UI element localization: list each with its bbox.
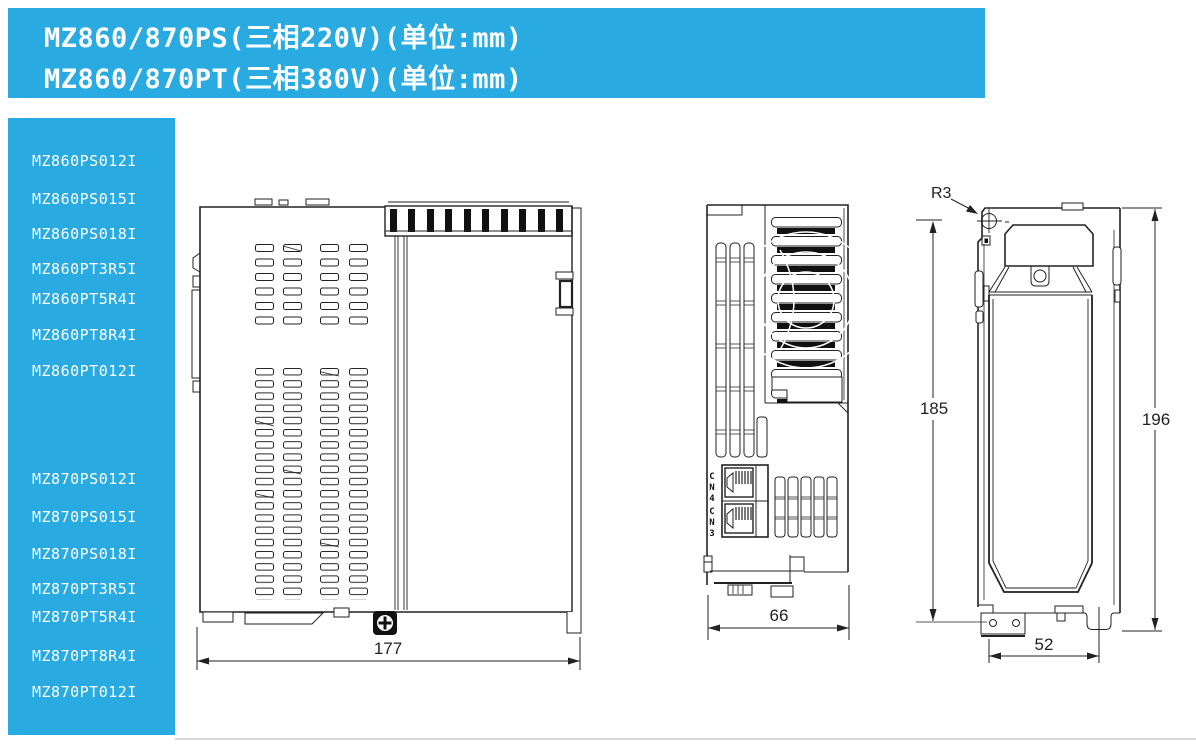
model-item: MZ860PT5R4I (32, 290, 137, 308)
title-line-1: MZ860/870PS(三相220V)(单位:mm) (44, 23, 523, 54)
front-view-drawing: 66 (703, 204, 875, 640)
model-item: MZ870PS018I (32, 545, 137, 563)
model-item: MZ870PT012I (32, 683, 137, 701)
connector-label-cn4: CN4 (707, 472, 717, 505)
din-clip-width-dimension: 52 (1035, 635, 1054, 654)
front-view-body (703, 204, 875, 640)
title-line-2: MZ860/870PT(三相380V)(单位:mm) (44, 64, 523, 95)
rear-view-drawing: R3 185 196 52 (916, 185, 1170, 663)
model-item: MZ860PS015I (32, 190, 137, 208)
connector-label-cn3: CN3 (707, 507, 717, 540)
model-item: MZ870PS015I (32, 508, 137, 526)
model-item: MZ870PT3R5I (32, 580, 137, 598)
model-item: MZ860PS012I (32, 152, 137, 170)
model-item: MZ860PS018I (32, 225, 137, 243)
rear-outer-height-dimension: 196 (1142, 410, 1170, 429)
model-list-panel: MZ860PS012I MZ860PS015I MZ860PS018I MZ86… (8, 118, 175, 735)
front-width-dimension: 66 (770, 606, 789, 625)
model-item: MZ870PT5R4I (32, 608, 137, 626)
model-item: MZ860PT3R5I (32, 260, 137, 278)
rear-view-body (916, 198, 1162, 663)
side-view-body (191, 198, 582, 670)
model-item: MZ870PS012I (32, 470, 137, 488)
side-width-dimension: 177 (374, 639, 402, 658)
page-bottom-rule (175, 738, 1196, 740)
rear-inner-height-dimension: 185 (920, 399, 948, 418)
model-item: MZ860PT8R4I (32, 326, 137, 344)
title-banner: MZ860/870PS(三相220V)(单位:mm) MZ860/870PT(三… (8, 8, 985, 98)
corner-radius-label: R3 (931, 185, 952, 202)
model-item: MZ860PT012I (32, 362, 137, 380)
model-item: MZ870PT8R4I (32, 647, 137, 665)
side-view-drawing: 177 (191, 198, 582, 670)
